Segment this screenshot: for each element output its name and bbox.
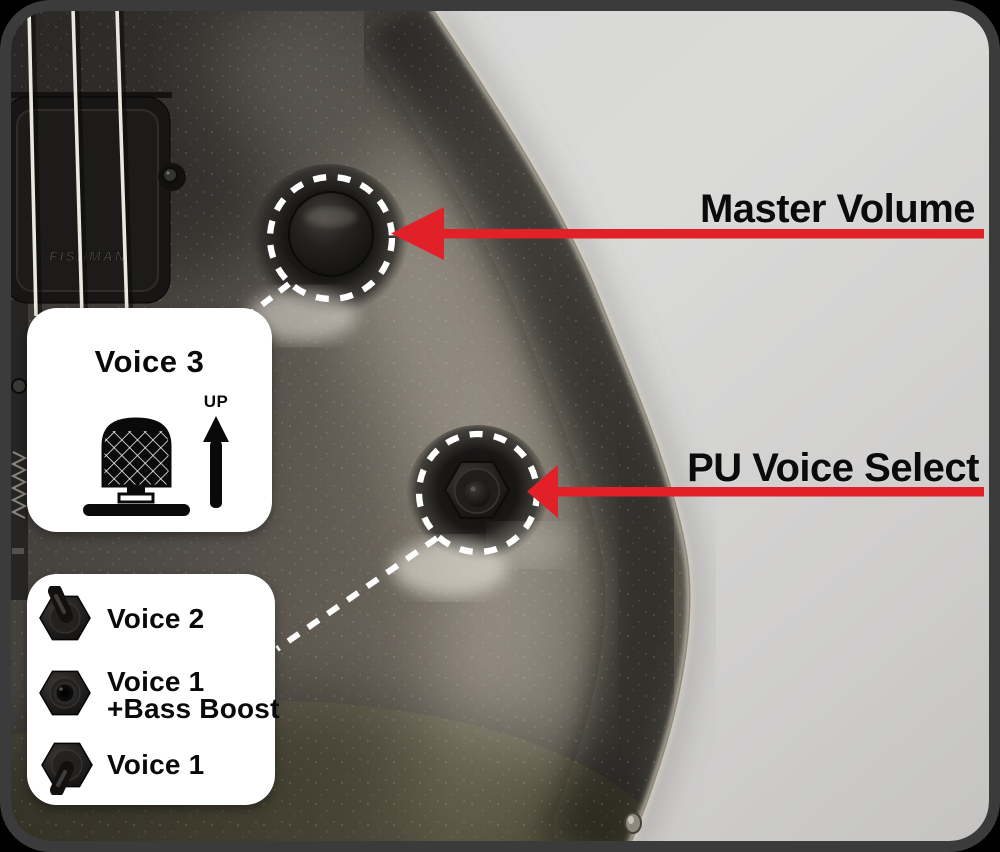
- switch-positions-callout: Voice 2 Voice 1+Bass Boost Voice 1: [27, 574, 279, 805]
- switch-connector-line: [275, 535, 439, 652]
- switch-position-label-line2: +Bass Boost: [107, 693, 280, 724]
- bridge-hardware: [11, 300, 28, 600]
- master-volume-label: Master Volume: [699, 187, 976, 231]
- switch-position-label-line1: Voice 1: [107, 666, 205, 697]
- switch-position-label: Voice 1: [107, 749, 205, 780]
- pu-voice-select-label: PU Voice Select: [687, 446, 979, 490]
- switch-position-label: Voice 2: [107, 603, 205, 634]
- strap-pin: [624, 812, 642, 834]
- pu-voice-select-switch: [392, 425, 570, 596]
- up-arrow-icon: UP: [193, 392, 239, 518]
- master-volume-dashed-circle: [266, 173, 396, 303]
- fishman-logo: FISHMAN: [49, 248, 127, 264]
- up-label: UP: [203, 392, 229, 411]
- master-volume-arrow: [391, 207, 984, 260]
- switch-position-label: Voice 1+Bass Boost: [107, 666, 280, 724]
- strings: [27, 11, 134, 317]
- pu-voice-select-arrow: [527, 465, 984, 518]
- knob-pull-up-icon: [83, 417, 190, 516]
- voice3-callout: Voice 3 UP: [27, 308, 272, 532]
- pickup-screw: [162, 167, 178, 183]
- voice3-title: Voice 3: [94, 344, 205, 379]
- toggle-down-icon: [41, 742, 93, 795]
- toggle-up-icon: [39, 586, 91, 641]
- toggle-center-icon: [39, 670, 91, 716]
